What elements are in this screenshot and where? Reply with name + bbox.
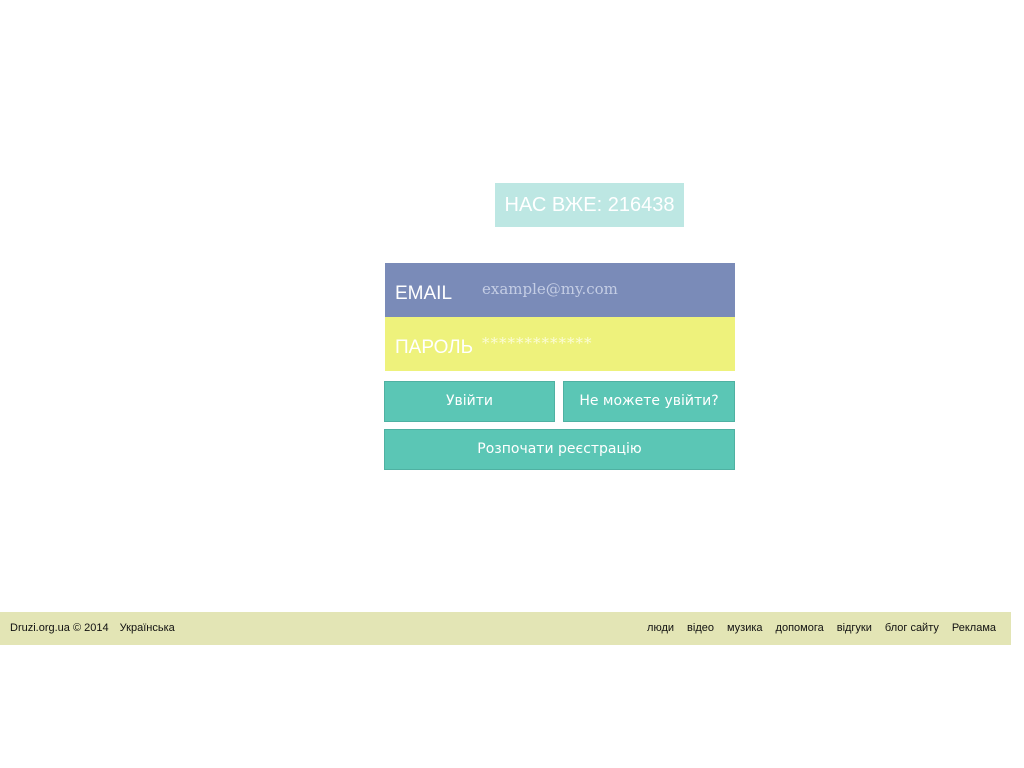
password-label: ПАРОЛЬ bbox=[395, 337, 474, 358]
footer-link-music[interactable]: музика bbox=[726, 622, 763, 634]
language-selector[interactable]: Українська bbox=[119, 622, 175, 634]
email-field-row: EMAIL bbox=[385, 263, 735, 317]
login-button[interactable]: Увійти bbox=[384, 381, 555, 422]
footer-link-ads[interactable]: Реклама bbox=[951, 622, 996, 634]
footer-links: люди відео музика допомога відгуки блог … bbox=[634, 612, 996, 645]
members-counter: НАС ВЖЕ: 216438 bbox=[495, 183, 684, 227]
footer-link-blog[interactable]: блог сайту bbox=[884, 622, 939, 634]
footer: Druzi.org.ua © 2014 Українська люди віде… bbox=[0, 612, 1011, 645]
password-input[interactable] bbox=[482, 331, 722, 355]
forgot-password-button[interactable]: Не можете увійти? bbox=[563, 381, 735, 422]
email-label: EMAIL bbox=[395, 283, 453, 304]
register-button[interactable]: Розпочати реєстрацію bbox=[384, 429, 735, 470]
footer-link-help[interactable]: допомога bbox=[775, 622, 824, 634]
footer-link-video[interactable]: відео bbox=[687, 622, 714, 634]
password-field-row: ПАРОЛЬ bbox=[385, 317, 735, 371]
email-input[interactable] bbox=[482, 277, 722, 301]
footer-link-reviews[interactable]: відгуки bbox=[836, 622, 872, 634]
copyright-text: Druzi.org.ua © 2014 bbox=[10, 622, 109, 634]
footer-link-people[interactable]: люди bbox=[647, 622, 675, 634]
footer-left: Druzi.org.ua © 2014 Українська bbox=[10, 612, 175, 645]
